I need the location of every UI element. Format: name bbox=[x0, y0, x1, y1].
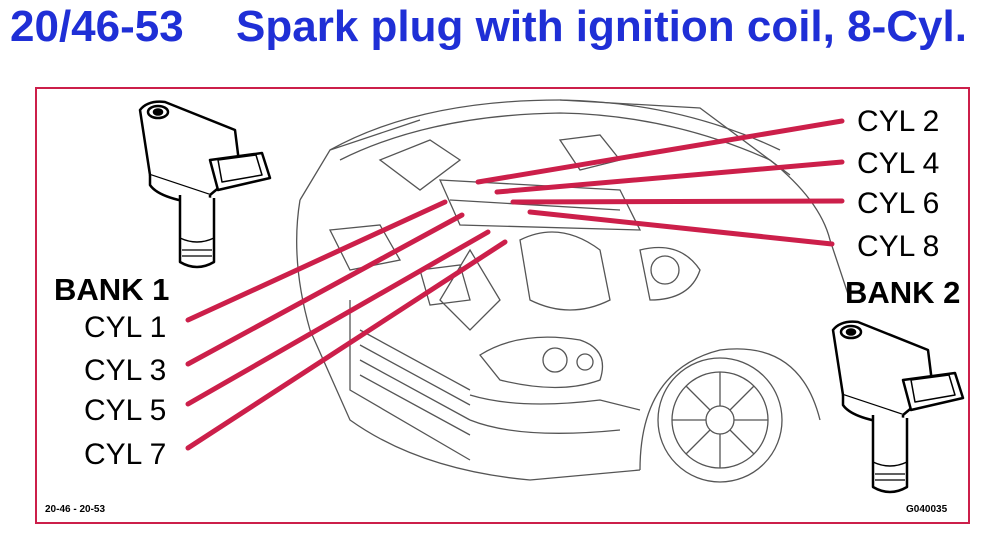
leader-lines bbox=[185, 118, 845, 451]
ignition-coil-icon bbox=[138, 100, 272, 269]
cyl5-label: CYL 5 bbox=[84, 394, 167, 427]
cyl8-label: CYL 8 bbox=[857, 230, 940, 263]
page-title: Spark plug with ignition coil, 8-Cyl. bbox=[236, 2, 967, 51]
footer-left-reference: 20-46 - 20-53 bbox=[45, 504, 106, 515]
footer-right-reference: G040035 bbox=[906, 504, 948, 515]
cyl1-label: CYL 1 bbox=[84, 311, 167, 344]
bank1-label: BANK 1 bbox=[54, 272, 170, 307]
ignition-coil-icon bbox=[831, 320, 965, 494]
cyl3-label: CYL 3 bbox=[84, 354, 167, 387]
leader-line-cyl6 bbox=[510, 198, 845, 205]
cyl7-label: CYL 7 bbox=[84, 438, 167, 471]
cyl4-label: CYL 4 bbox=[857, 147, 940, 180]
leader-line-cyl5 bbox=[185, 229, 491, 407]
cyl2-label: CYL 2 bbox=[857, 105, 940, 138]
leader-line-cyl1 bbox=[185, 199, 448, 323]
leader-line-cyl3 bbox=[185, 212, 465, 367]
title-row: 20/46-53 Spark plug with ignition coil, … bbox=[0, 0, 996, 60]
cyl6-label: CYL 6 bbox=[857, 187, 940, 220]
car-illustration bbox=[296, 99, 851, 483]
bank2-label: BANK 2 bbox=[845, 275, 961, 310]
diagram-frame bbox=[35, 87, 970, 524]
leader-line-cyl2 bbox=[475, 118, 845, 185]
leader-line-cyl7 bbox=[185, 239, 508, 451]
leader-line-cyl4 bbox=[494, 159, 845, 195]
title-code: 20/46-53 bbox=[10, 2, 184, 51]
leader-line-cyl8 bbox=[527, 209, 835, 247]
